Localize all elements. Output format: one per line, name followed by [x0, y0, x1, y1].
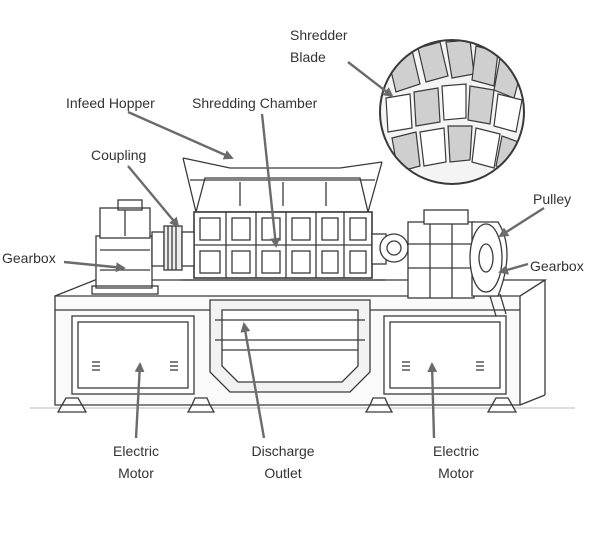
- label-shredder-blade: Shredder Blade: [290, 24, 348, 68]
- left-gearbox: [91, 199, 159, 295]
- arrow-electric-motor-right: [427, 362, 438, 439]
- feet: [56, 397, 518, 413]
- label-electric-motor-right-line1: Electric: [433, 443, 479, 459]
- right-motor-cabinet: [383, 315, 507, 395]
- label-coupling: Coupling: [91, 147, 147, 163]
- label-gearbox-left: Gearbox: [2, 250, 56, 266]
- shredder-blade-closeup: [379, 39, 525, 185]
- arrow-shredding-chamber: [260, 113, 281, 248]
- leader-arrows: [63, 61, 545, 439]
- label-electric-motor-left: Electric Motor: [100, 440, 172, 484]
- pulley-part: [469, 221, 508, 317]
- label-discharge-outlet-line1: Discharge: [251, 443, 315, 459]
- arrow-coupling: [127, 165, 180, 228]
- discharge-outlet-frame: [209, 299, 371, 393]
- arrow-gearbox-right: [498, 262, 529, 275]
- right-gearbox: [407, 209, 475, 299]
- label-shredder-blade-line2: Blade: [290, 49, 326, 65]
- label-discharge-outlet: Discharge Outlet: [238, 440, 328, 484]
- arrow-discharge-outlet: [240, 322, 266, 439]
- arrow-gearbox-left: [63, 260, 126, 273]
- label-electric-motor-right-line2: Motor: [438, 465, 474, 481]
- label-electric-motor-left-line2: Motor: [118, 465, 154, 481]
- label-gearbox-right: Gearbox: [530, 258, 584, 274]
- coupling-part: [151, 225, 195, 271]
- arrow-electric-motor-left: [134, 362, 145, 439]
- infeed-hopper: [182, 157, 383, 213]
- label-pulley: Pulley: [533, 191, 572, 207]
- label-discharge-outlet-line2: Outlet: [264, 465, 302, 481]
- label-infeed-hopper: Infeed Hopper: [66, 95, 155, 111]
- right-hub: [371, 233, 409, 265]
- arrow-pulley: [498, 206, 545, 238]
- shredding-chamber-box: [180, 211, 386, 281]
- label-electric-motor-left-line1: Electric: [113, 443, 159, 459]
- arrow-shredder-blade: [347, 61, 394, 98]
- left-motor-cabinet: [71, 315, 195, 395]
- label-electric-motor-right: Electric Motor: [420, 440, 492, 484]
- label-shredding-chamber: Shredding Chamber: [192, 95, 318, 111]
- arrow-infeed-hopper: [127, 110, 234, 160]
- label-shredder-blade-line1: Shredder: [290, 27, 348, 43]
